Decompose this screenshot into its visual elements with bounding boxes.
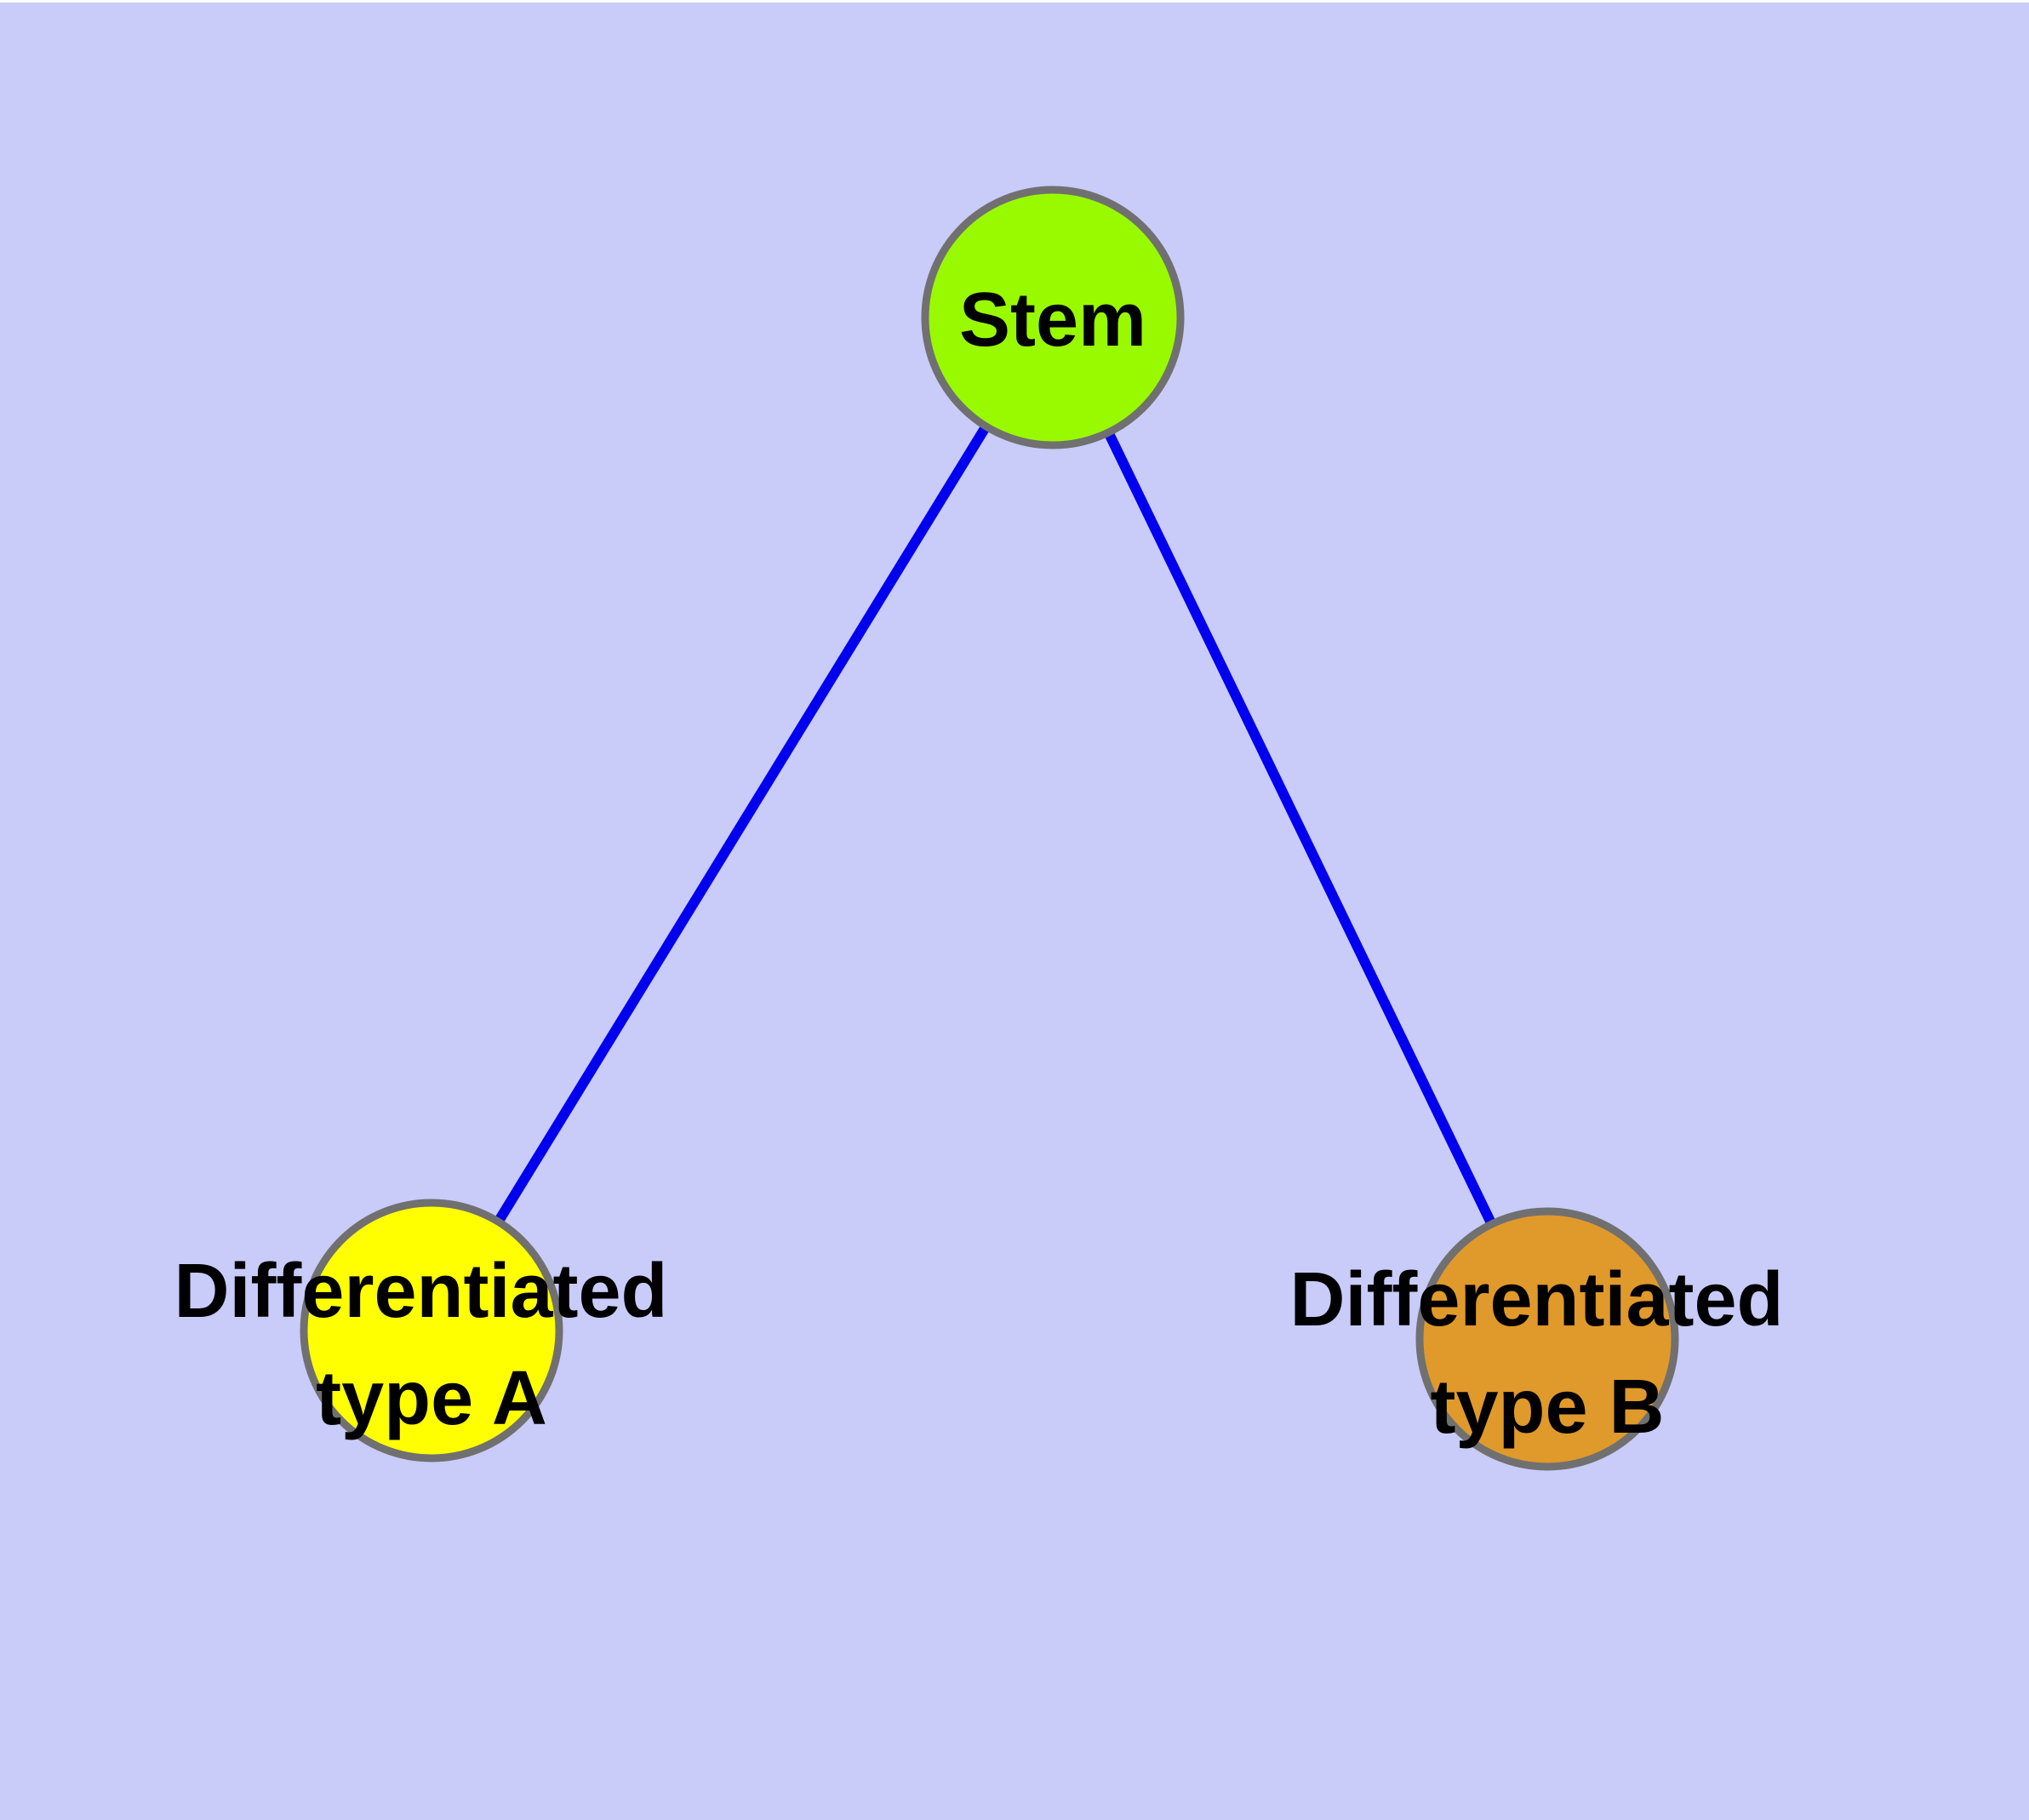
node-differentiated-type-a-label: Differentiated type A <box>174 1249 689 1441</box>
node-differentiated-type-b <box>1415 1207 1679 1471</box>
node-differentiated-type-b-label: Differentiated type B <box>1289 1257 1804 1450</box>
edge-stem-to-type-b <box>1048 315 1552 1342</box>
node-stem <box>921 186 1185 449</box>
node-differentiated-type-a <box>300 1199 563 1462</box>
edge-stem-to-type-a <box>426 314 1058 1334</box>
node-stem-label: Stem <box>959 278 1146 363</box>
